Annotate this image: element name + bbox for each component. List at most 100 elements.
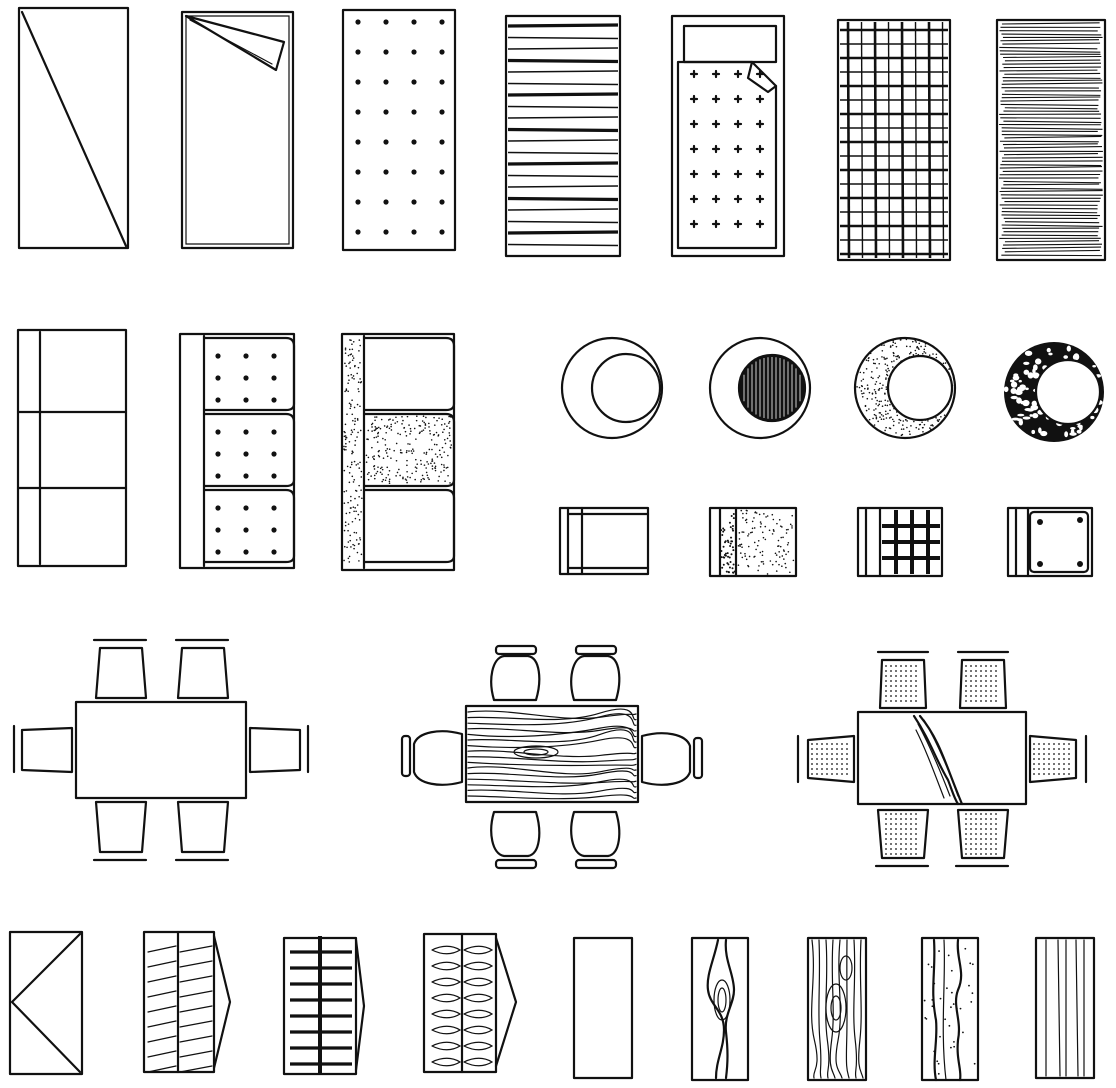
panel-slanted-lines bbox=[144, 932, 230, 1072]
dining-chair bbox=[491, 812, 539, 856]
stipple-dot bbox=[732, 549, 734, 551]
stipple-dot bbox=[778, 540, 780, 542]
bed-folded-sheet bbox=[182, 12, 293, 248]
slant-line bbox=[180, 991, 212, 997]
chair-dot bbox=[836, 753, 838, 755]
stipple-dot bbox=[450, 447, 452, 449]
stipple-dot bbox=[925, 352, 927, 354]
stipple-dot bbox=[431, 460, 433, 462]
stipple-dot bbox=[377, 466, 379, 468]
pattern-dot bbox=[271, 505, 276, 510]
chair-dot bbox=[965, 700, 967, 702]
pattern-dot bbox=[383, 79, 388, 84]
chair-dot bbox=[811, 763, 813, 765]
chair-dot bbox=[990, 700, 992, 702]
stipple-dot bbox=[877, 377, 879, 379]
slant-line bbox=[148, 1036, 176, 1042]
stipple-dot bbox=[893, 353, 895, 355]
stipple-dot bbox=[886, 371, 888, 373]
stipple-dot bbox=[449, 482, 451, 484]
chair-dot bbox=[895, 695, 897, 697]
chair-dot bbox=[990, 853, 992, 855]
chair-dot bbox=[831, 768, 833, 770]
chair-dot bbox=[900, 690, 902, 692]
stipple-dot bbox=[776, 570, 778, 572]
stipple-dot bbox=[762, 561, 764, 563]
chair-dot bbox=[821, 768, 823, 770]
stipple-dot bbox=[863, 372, 865, 374]
stipple-dot bbox=[358, 514, 360, 516]
stipple-dot bbox=[893, 425, 895, 427]
chair-dot bbox=[895, 813, 897, 815]
hatch-line bbox=[1002, 247, 1101, 248]
stipple-dot bbox=[922, 431, 924, 433]
chair-dot bbox=[831, 773, 833, 775]
pattern-cross bbox=[757, 96, 763, 102]
texture-pebble bbox=[1064, 431, 1068, 437]
stipple-dot bbox=[875, 415, 877, 417]
leaf-shape bbox=[464, 1058, 492, 1066]
pattern-dot bbox=[215, 505, 220, 510]
chair-dot bbox=[975, 680, 977, 682]
stipple-dot bbox=[414, 428, 416, 430]
stipple-dot bbox=[418, 425, 420, 427]
chair-dot bbox=[980, 675, 982, 677]
chair-dot bbox=[821, 773, 823, 775]
pattern-cross bbox=[713, 71, 719, 77]
pattern-dot bbox=[243, 429, 248, 434]
stipple-dot bbox=[345, 525, 347, 527]
stipple-dot bbox=[870, 353, 872, 355]
stipple-dot bbox=[939, 1036, 941, 1038]
chair-dot bbox=[975, 685, 977, 687]
stipple-dot bbox=[873, 409, 875, 411]
hatch-line bbox=[1000, 51, 1101, 52]
stipple-dot bbox=[869, 392, 871, 394]
texture-pebble bbox=[1032, 413, 1038, 418]
stipple-dot bbox=[408, 450, 410, 452]
chair-back bbox=[694, 738, 702, 778]
stipple-dot bbox=[869, 419, 871, 421]
stipple-dot bbox=[790, 524, 792, 526]
stipple-dot bbox=[343, 491, 345, 493]
chair-dot bbox=[980, 665, 982, 667]
stipple-dot bbox=[395, 416, 397, 418]
pattern-cross bbox=[691, 96, 697, 102]
chair-dot bbox=[826, 743, 828, 745]
stipple-dot bbox=[889, 410, 891, 412]
stipple-dot bbox=[900, 339, 902, 341]
slant-line bbox=[180, 1021, 212, 1027]
chair-dot bbox=[1033, 758, 1035, 760]
chair-dot bbox=[910, 695, 912, 697]
chair-dot bbox=[836, 758, 838, 760]
chair-dot bbox=[1053, 768, 1055, 770]
stipple-dot bbox=[389, 427, 391, 429]
stipple-dot bbox=[349, 349, 351, 351]
pattern-dot bbox=[243, 549, 248, 554]
chair-dot bbox=[846, 763, 848, 765]
stipple-dot bbox=[354, 461, 356, 463]
stipple-dot bbox=[738, 545, 740, 547]
stipple-dot bbox=[866, 368, 868, 370]
stipple-dot bbox=[419, 431, 421, 433]
stipple-dot bbox=[359, 339, 361, 341]
chair-dot bbox=[895, 670, 897, 672]
pattern-cross bbox=[757, 196, 763, 202]
stipple-dot bbox=[357, 404, 359, 406]
stipple-dot bbox=[931, 966, 933, 968]
chair-dot bbox=[910, 848, 912, 850]
chair-dot bbox=[895, 848, 897, 850]
stipple-dot bbox=[879, 375, 881, 377]
chair-dot bbox=[975, 670, 977, 672]
stipple-dot bbox=[879, 388, 881, 390]
stipple-dot bbox=[352, 355, 354, 357]
stipple-dot bbox=[350, 339, 352, 341]
stipple-dot bbox=[406, 465, 408, 467]
chair-dot bbox=[995, 843, 997, 845]
chair-dot bbox=[895, 665, 897, 667]
stipple-dot bbox=[916, 346, 918, 348]
stipple-dot bbox=[435, 470, 437, 472]
pattern-cross bbox=[735, 121, 741, 127]
stipple-dot bbox=[380, 472, 382, 474]
stipple-dot bbox=[350, 546, 352, 548]
chair-dot bbox=[985, 695, 987, 697]
